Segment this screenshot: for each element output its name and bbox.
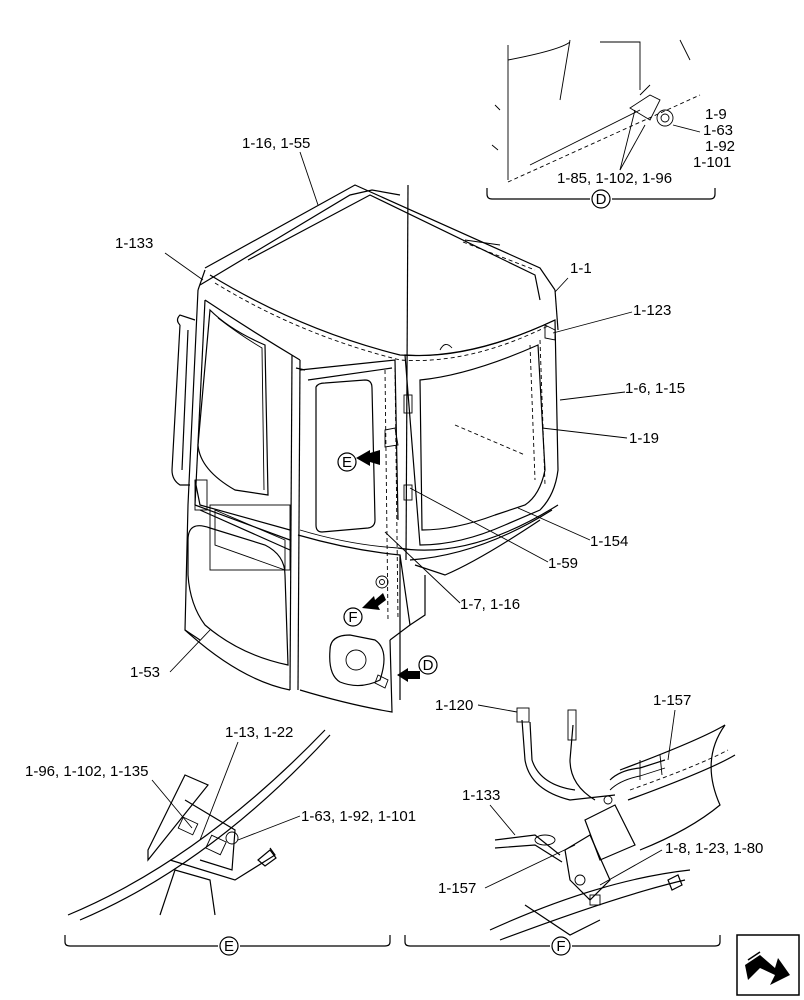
callout-1-154: 1-154 (590, 533, 628, 550)
callout-1-16-1-55: 1-16, 1-55 (242, 135, 310, 152)
arrow-e-icon (356, 450, 380, 466)
callout-1-92-d: 1-92 (705, 138, 735, 155)
next-page-arrow-icon[interactable] (736, 934, 800, 996)
view-marker-e-detail (219, 936, 239, 956)
view-marker-d-main-label: D (423, 657, 434, 674)
view-marker-e-main-label: E (342, 454, 352, 471)
callout-1-53: 1-53 (130, 664, 160, 681)
view-arrows (356, 450, 420, 682)
callout-1-1: 1-1 (570, 260, 592, 277)
detail-d-view (486, 39, 716, 200)
callout-1-120: 1-120 (435, 697, 473, 714)
callout-1-101-d: 1-101 (693, 154, 731, 171)
callout-1-9: 1-9 (705, 106, 727, 123)
callout-1-96-1-102-1-135: 1-96, 1-102, 1-135 (25, 763, 148, 780)
cab-assembly (171, 184, 559, 713)
callout-1-7-1-16: 1-7, 1-16 (460, 596, 520, 613)
arrow-f-icon (362, 593, 386, 610)
callout-1-8-1-23-1-80: 1-8, 1-23, 1-80 (665, 840, 763, 857)
callout-1-123: 1-123 (633, 302, 671, 319)
detail-f-view (404, 707, 736, 947)
view-marker-d-bottom (591, 189, 611, 209)
callout-1-133-detail: 1-133 (462, 787, 500, 804)
callout-1-19: 1-19 (629, 430, 659, 447)
view-marker-f-main-label: F (348, 609, 357, 626)
callout-1-63-d: 1-63 (703, 122, 733, 139)
view-marker-d-label: D (596, 191, 607, 208)
callout-1-157-top: 1-157 (653, 692, 691, 709)
callout-1-63-1-92-1-101: 1-63, 1-92, 1-101 (301, 808, 416, 825)
detail-e-view (64, 729, 391, 947)
arrow-d-icon (397, 668, 420, 682)
view-marker-d-main (418, 655, 438, 675)
callout-1-13-1-22: 1-13, 1-22 (225, 724, 293, 741)
callout-1-133: 1-133 (115, 235, 153, 252)
callout-1-6-1-15: 1-6, 1-15 (625, 380, 685, 397)
callout-1-157-bottom: 1-157 (438, 880, 476, 897)
view-marker-f-detail-label: F (556, 938, 565, 955)
callout-1-85: 1-85, 1-102, 1-96 (557, 170, 672, 187)
view-marker-f-detail (551, 936, 571, 956)
view-marker-e-detail-label: E (224, 938, 234, 955)
view-marker-e-main (337, 452, 357, 472)
view-marker-f-main (343, 607, 363, 627)
callout-1-59: 1-59 (548, 555, 578, 572)
